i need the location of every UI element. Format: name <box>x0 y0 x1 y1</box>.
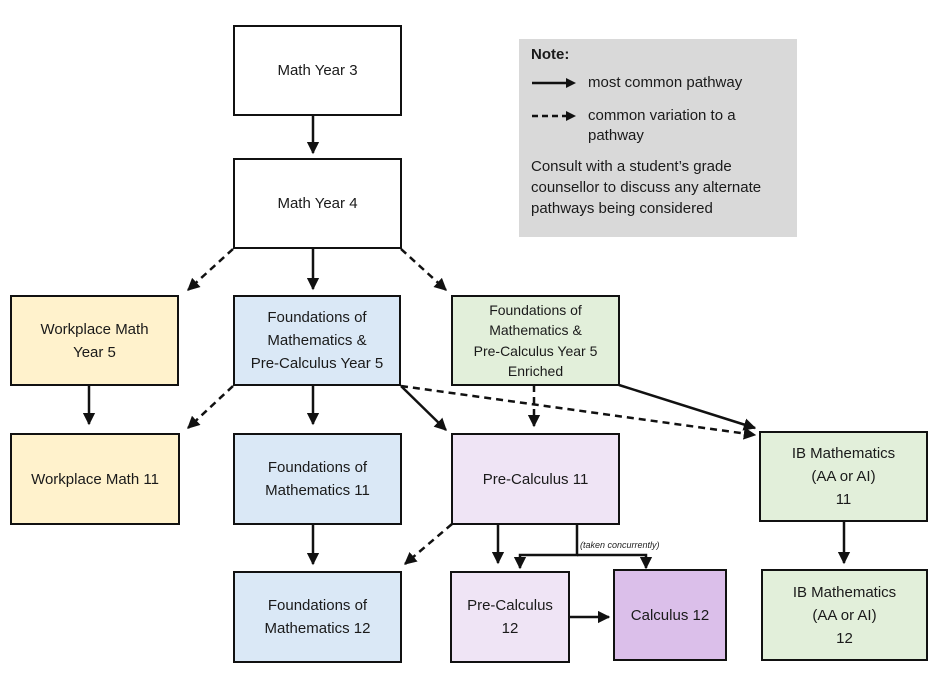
node-calculus-12: Calculus 12 <box>613 569 727 661</box>
node-foundations-precalc-year-5-enriched: Foundations of Mathematics & Pre-Calculu… <box>451 295 620 386</box>
dashed-precalc11-to-foundations12 <box>404 523 453 565</box>
node-foundations-math-12: Foundations of Mathematics 12 <box>233 571 402 663</box>
node-ib-math-11: IB Mathematics (AA or AI) 11 <box>759 431 928 522</box>
arrow-enriched-to-ib11 <box>618 383 757 431</box>
dashed-year4-to-enriched <box>400 248 447 291</box>
dashed-fp5-to-workplace11 <box>187 385 234 429</box>
node-ib-math-12: IB Mathematics (AA or AI) 12 <box>761 569 928 661</box>
solid-arrow-icon <box>532 78 576 88</box>
legend-note: Note: most common pathway common variati… <box>519 39 797 237</box>
node-workplace-math-year-5: Workplace Math Year 5 <box>10 295 179 386</box>
legend-solid-label: most common pathway <box>588 74 743 91</box>
dashed-year4-to-workplace5 <box>187 248 234 291</box>
note-title: Note: <box>531 46 570 63</box>
node-precalc-11: Pre-Calculus 11 <box>451 433 620 525</box>
legend-dashed-label: common variation to a pathway <box>588 107 736 144</box>
concurrent-label: (taken concurrently) <box>580 540 660 550</box>
node-math-year-4: Math Year 4 <box>233 158 402 249</box>
legend-solid: most common pathway <box>531 73 785 93</box>
node-foundations-precalc-year-5: Foundations of Mathematics & Pre-Calculu… <box>233 295 401 386</box>
arrow-precalc11-to-precalc12-concurrent <box>513 524 579 570</box>
note-text: Consult with a student’s grade counsello… <box>531 158 762 217</box>
node-foundations-math-11: Foundations of Mathematics 11 <box>233 433 402 525</box>
dashed-arrow-icon <box>532 111 576 121</box>
legend-dashed: common variation to a pathway <box>531 106 785 146</box>
node-workplace-math-11: Workplace Math 11 <box>10 433 180 525</box>
node-precalc-12: Pre-Calculus 12 <box>450 571 570 663</box>
arrow-precalc11-to-calculus12-concurrent <box>577 553 653 570</box>
node-math-year-3: Math Year 3 <box>233 25 402 116</box>
arrow-fp5-to-precalc11 <box>400 385 447 431</box>
